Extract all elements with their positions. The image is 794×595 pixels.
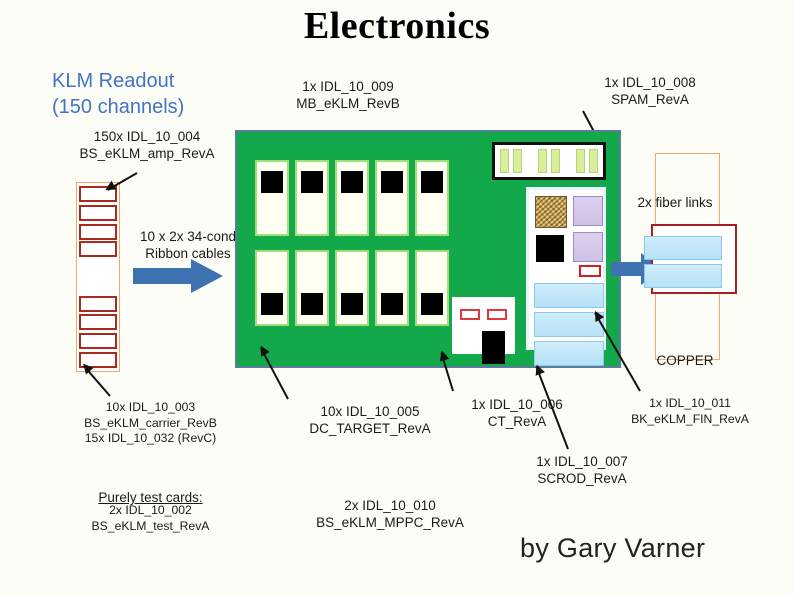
spam-bar bbox=[551, 149, 560, 173]
chip bbox=[421, 171, 443, 193]
ct-red-rect bbox=[460, 309, 480, 320]
chip bbox=[301, 171, 323, 193]
label-scrod: 1x IDL_10_007 SCROD_RevA bbox=[536, 454, 628, 487]
label-carrier: 10x IDL_10_003 BS_eKLM_carrier_RevB 15x … bbox=[84, 400, 217, 446]
blue-module bbox=[534, 283, 604, 308]
spam-bar bbox=[513, 149, 522, 173]
label-fiber-links: 2x fiber links bbox=[637, 195, 713, 210]
stack-segment bbox=[79, 296, 117, 312]
chip bbox=[301, 293, 323, 315]
daughter-card bbox=[415, 250, 449, 326]
spam-bar bbox=[538, 149, 547, 173]
arrow-amp-to-stack bbox=[107, 172, 138, 191]
chip bbox=[341, 293, 363, 315]
daughter-card bbox=[415, 160, 449, 236]
label-test-card: 2x IDL_10_002 BS_eKLM_test_RevA bbox=[91, 503, 210, 533]
fiber-link-module bbox=[644, 236, 722, 260]
daughter-card bbox=[375, 160, 409, 236]
daughter-card bbox=[335, 160, 369, 236]
ct-card bbox=[452, 297, 515, 364]
ct-connector bbox=[482, 331, 505, 364]
purple-module bbox=[573, 196, 603, 226]
chip bbox=[261, 293, 283, 315]
label-amp: 150x IDL_10_004 BS_eKLM_amp_RevA bbox=[79, 129, 215, 162]
red-connector bbox=[579, 265, 601, 277]
spam-bar bbox=[589, 149, 598, 173]
stack-segment bbox=[79, 333, 117, 349]
page-title: Electronics bbox=[303, 5, 491, 47]
daughter-card bbox=[335, 250, 369, 326]
stack-segment bbox=[79, 224, 117, 240]
blue-module bbox=[534, 341, 604, 366]
fiber-link-module bbox=[644, 264, 722, 288]
daughter-card bbox=[295, 160, 329, 236]
purple-module bbox=[573, 232, 603, 262]
chip bbox=[381, 293, 403, 315]
label-test-cards-header: Purely test cards: bbox=[98, 490, 203, 506]
chip bbox=[341, 171, 363, 193]
daughter-card bbox=[295, 250, 329, 326]
daughter-card bbox=[255, 160, 289, 236]
daughter-card bbox=[375, 250, 409, 326]
amp-connector-stack bbox=[76, 182, 120, 372]
label-ribbon-cables: 10 x 2x 34-cond Ribbon cables bbox=[139, 229, 237, 262]
klm-readout-heading: KLM Readout (150 channels) bbox=[52, 70, 185, 119]
spam-card bbox=[492, 142, 606, 180]
label-mppc: 2x IDL_10_010 BS_eKLM_MPPC_RevA bbox=[316, 498, 464, 531]
chip bbox=[421, 293, 443, 315]
stack-segment bbox=[79, 241, 117, 257]
fpga-chip bbox=[535, 196, 567, 228]
spam-bar bbox=[576, 149, 585, 173]
label-ct: 1x IDL_10_006 CT_RevA bbox=[471, 397, 563, 430]
chip bbox=[261, 171, 283, 193]
spam-bar bbox=[500, 149, 509, 173]
ct-red-rect bbox=[487, 309, 507, 320]
chip bbox=[381, 171, 403, 193]
label-fin: 1x IDL_10_011 BK_eKLM_FIN_RevA bbox=[631, 396, 749, 426]
motherboard-pcb bbox=[235, 130, 621, 368]
label-dc-target: 10x IDL_10_005 DC_TARGET_RevA bbox=[309, 404, 431, 437]
scrod-card bbox=[526, 187, 606, 366]
label-motherboard: 1x IDL_10_009 MB_eKLM_RevB bbox=[296, 79, 400, 112]
fin-card bbox=[644, 224, 737, 294]
author-signature: by Gary Varner bbox=[520, 533, 780, 564]
stack-segment bbox=[79, 314, 117, 330]
label-spam: 1x IDL_10_008 SPAM_RevA bbox=[604, 75, 696, 108]
stack-segment bbox=[79, 205, 117, 221]
label-copper: COPPER bbox=[656, 353, 714, 368]
ribbon-flow-arrow bbox=[133, 258, 223, 294]
signature-text: by Gary Varner bbox=[520, 533, 706, 563]
daughter-card bbox=[255, 250, 289, 326]
black-chip bbox=[536, 235, 564, 262]
